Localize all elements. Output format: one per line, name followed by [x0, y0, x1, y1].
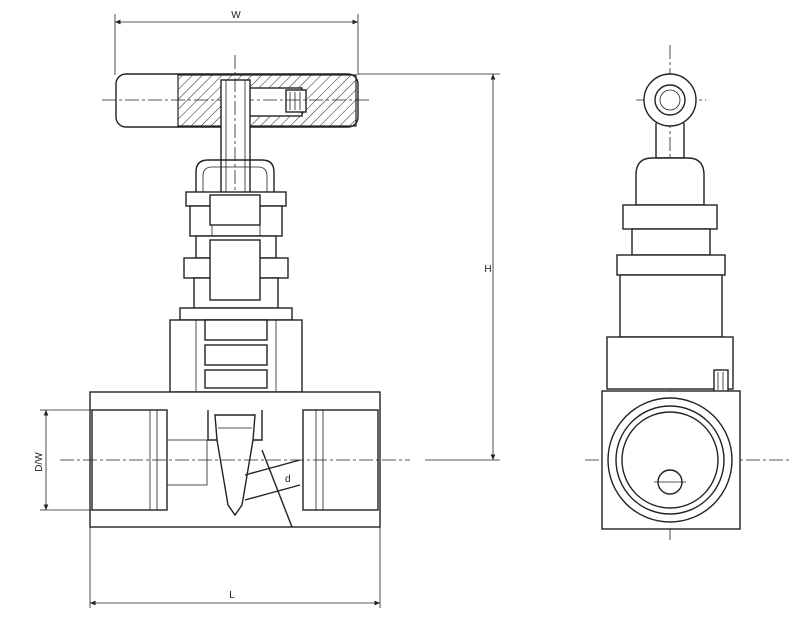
bore-label: D/W	[34, 452, 45, 472]
bore-dimension: D/W	[34, 409, 92, 511]
bonnet-body	[169, 235, 303, 393]
small-d-label: d	[285, 474, 291, 485]
width-label: W	[231, 10, 241, 21]
width-dimension: W	[114, 10, 359, 75]
front-view: W	[34, 10, 500, 608]
valve-body: d	[60, 391, 410, 528]
length-dimension: L	[89, 527, 381, 608]
side-view	[585, 45, 790, 540]
height-dimension: H	[358, 73, 500, 461]
length-label: L	[229, 590, 235, 601]
height-label: H	[484, 264, 491, 275]
